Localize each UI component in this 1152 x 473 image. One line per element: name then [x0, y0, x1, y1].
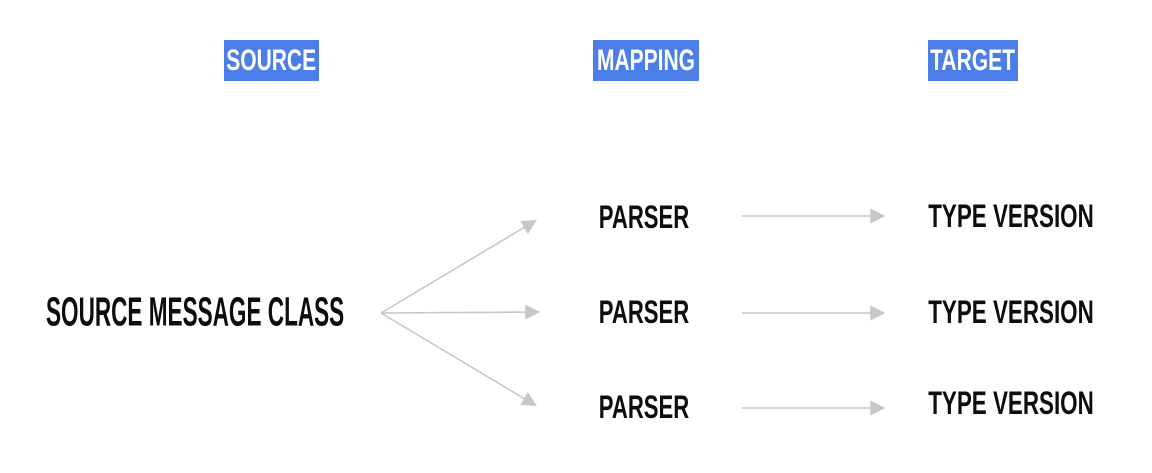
parser-node-2-label: PARSER [598, 294, 690, 330]
source-message-class-node: SOURCE MESSAGE CLASS [46, 288, 588, 335]
type-version-node-1-label: TYPE VERSION [928, 198, 1094, 234]
column-header-source: SOURCE [224, 40, 319, 81]
column-header-target-label: TARGET [930, 43, 1016, 77]
column-header-target: TARGET [928, 40, 1018, 81]
type-version-node-2-label: TYPE VERSION [928, 294, 1094, 330]
column-header-mapping-label: MAPPING [597, 43, 696, 77]
type-version-node-3-label: TYPE VERSION [928, 385, 1094, 421]
parser-node-1-label: PARSER [598, 199, 690, 235]
source-message-class-label: SOURCE MESSAGE CLASS [46, 288, 345, 335]
type-version-node-2: TYPE VERSION [893, 296, 1130, 328]
parser-node-2: PARSER [579, 296, 710, 328]
parser-node-3: PARSER [579, 391, 710, 423]
type-version-node-3: TYPE VERSION [893, 387, 1130, 419]
column-header-source-label: SOURCE [226, 43, 317, 77]
type-version-node-1: TYPE VERSION [893, 200, 1130, 232]
parser-node-1: PARSER [579, 201, 710, 233]
parser-node-3-label: PARSER [598, 389, 690, 425]
column-header-mapping: MAPPING [593, 40, 699, 81]
